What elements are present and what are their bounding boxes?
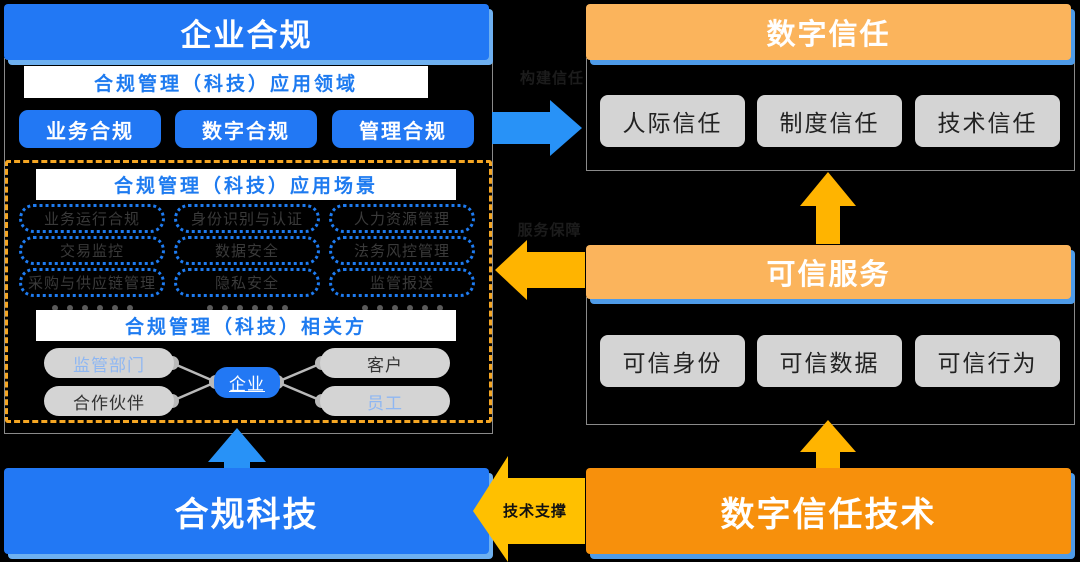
scenario-pill-label: 人力资源管理: [353, 210, 450, 228]
stakeholder-node-employee-label: 员工: [367, 393, 403, 414]
scenario-pill-label: 身份识别与认证: [190, 210, 303, 228]
arrow-service-guarantee: [495, 240, 585, 300]
enterprise-compliance-title-text: 企业合规: [180, 17, 313, 54]
domain-chip-digital[interactable]: 数字合规: [175, 110, 317, 148]
scenario-pill[interactable]: 身份识别与认证: [174, 204, 320, 233]
domain-chip-digital-label: 数字合规: [202, 118, 290, 143]
scenario-pill[interactable]: 采购与供应链管理: [19, 268, 165, 297]
stakeholder-node-regulator[interactable]: 监管部门: [44, 348, 174, 378]
scenario-ellipsis: [19, 303, 165, 313]
service-chip-identity[interactable]: 可信身份: [600, 335, 745, 387]
arrow-tech-to-compliance: [208, 428, 266, 468]
digital-trust-title-text: 数字信任: [766, 17, 891, 51]
scenario-ellipsis: [329, 303, 475, 313]
scenario-header: 合规管理（科技）应用场景: [36, 169, 456, 200]
trust-chip-technical-label: 技术信任: [937, 111, 1038, 137]
stakeholder-node-partner[interactable]: 合作伙伴: [44, 386, 174, 416]
digital-trust-title: 数字信任: [586, 4, 1071, 60]
stakeholder-node-regulator-label: 监管部门: [73, 355, 145, 376]
stakeholder-node-employee[interactable]: 员工: [320, 386, 450, 416]
stakeholder-node-enterprise-label: 企业: [229, 375, 265, 395]
service-chip-identity-label: 可信身份: [622, 351, 723, 377]
service-chip-behavior[interactable]: 可信行为: [915, 335, 1060, 387]
stakeholder-node-customer-label: 客户: [367, 355, 403, 376]
trusted-service-title-text: 可信服务: [766, 257, 891, 291]
scenario-stakeholder-dashed-group: [5, 160, 492, 423]
digital-trust-tech-title: 数字信任技术: [586, 468, 1071, 554]
scenario-pill[interactable]: 业务运行合规: [19, 204, 165, 233]
digital-trust-panel-outline: [586, 58, 1075, 171]
scenario-pill[interactable]: 法务风控管理: [329, 236, 475, 265]
scenario-pill[interactable]: 隐私安全: [174, 268, 320, 297]
scenario-ellipsis: [174, 303, 320, 313]
scenario-pill-label: 隐私安全: [214, 274, 279, 292]
compliance-domain-header: 合规管理（科技）应用领域: [24, 66, 428, 98]
scenario-pill[interactable]: 数据安全: [174, 236, 320, 265]
arrow-tech-to-service: [800, 420, 856, 468]
trust-chip-interpersonal[interactable]: 人际信任: [600, 95, 745, 147]
scenario-pill[interactable]: 人力资源管理: [329, 204, 475, 233]
arrow-build-trust: [492, 100, 582, 156]
scenario-pill-label: 数据安全: [214, 242, 279, 260]
stakeholder-header-text: 合规管理（科技）相关方: [124, 316, 367, 338]
connector-label-tech-support: 技术支撑: [492, 498, 578, 522]
domain-chip-business-label: 业务合规: [46, 118, 134, 143]
digital-trust-tech-title-text: 数字信任技术: [720, 494, 937, 535]
service-chip-data[interactable]: 可信数据: [757, 335, 902, 387]
stakeholder-header: 合规管理（科技）相关方: [36, 310, 456, 341]
scenario-pill-label: 业务运行合规: [43, 210, 140, 228]
trusted-service-title: 可信服务: [586, 245, 1071, 299]
connector-label-build-trust: 构建信任: [497, 66, 607, 88]
connector-label-tech-support-text: 技术支撑: [502, 501, 567, 520]
scenario-pill-label: 监管报送: [369, 274, 434, 292]
enterprise-compliance-title: 企业合规: [4, 4, 489, 60]
connector-label-service-guarantee: 服务保障: [492, 218, 607, 240]
service-chip-data-label: 可信数据: [779, 351, 880, 377]
trust-chip-technical[interactable]: 技术信任: [915, 95, 1060, 147]
stakeholder-node-partner-label: 合作伙伴: [73, 393, 145, 414]
compliance-tech-title: 合规科技: [4, 468, 489, 554]
scenario-pill[interactable]: 监管报送: [329, 268, 475, 297]
trust-chip-institutional[interactable]: 制度信任: [757, 95, 902, 147]
stakeholder-node-customer[interactable]: 客户: [320, 348, 450, 378]
compliance-tech-title-text: 合规科技: [174, 494, 319, 535]
domain-chip-management[interactable]: 管理合规: [332, 110, 474, 148]
domain-chip-business[interactable]: 业务合规: [19, 110, 161, 148]
scenario-pill-label: 采购与供应链管理: [27, 274, 156, 292]
arrow-service-to-trust: [800, 172, 856, 244]
service-chip-behavior-label: 可信行为: [937, 351, 1038, 377]
domain-chip-management-label: 管理合规: [359, 118, 447, 143]
trust-chip-institutional-label: 制度信任: [779, 111, 880, 137]
compliance-domain-header-text: 合规管理（科技）应用领域: [93, 72, 358, 95]
scenario-header-text: 合规管理（科技）应用场景: [113, 175, 378, 197]
trust-chip-interpersonal-label: 人际信任: [622, 111, 723, 137]
scenario-pill-label: 交易监控: [59, 242, 124, 260]
stakeholder-node-enterprise[interactable]: 企业: [214, 367, 280, 398]
connector-label-service-guarantee-text: 服务保障: [517, 220, 582, 239]
scenario-pill[interactable]: 交易监控: [19, 236, 165, 265]
connector-label-build-trust-text: 构建信任: [519, 68, 584, 87]
scenario-pill-label: 法务风控管理: [353, 242, 450, 260]
